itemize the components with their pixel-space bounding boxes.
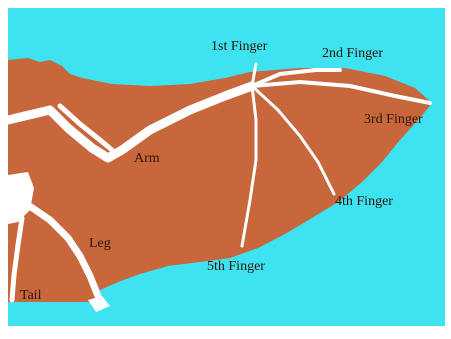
- finger2-label: 2nd Finger: [322, 47, 383, 61]
- arm-label: Arm: [134, 152, 160, 166]
- finger4-label: 4th Finger: [335, 195, 393, 209]
- finger5-label: 5th Finger: [207, 260, 265, 274]
- tail-label: Tail: [20, 289, 42, 303]
- leg-label: Leg: [89, 237, 111, 251]
- finger3-label: 3rd Finger: [364, 113, 423, 127]
- finger1-label: 1st Finger: [211, 40, 267, 54]
